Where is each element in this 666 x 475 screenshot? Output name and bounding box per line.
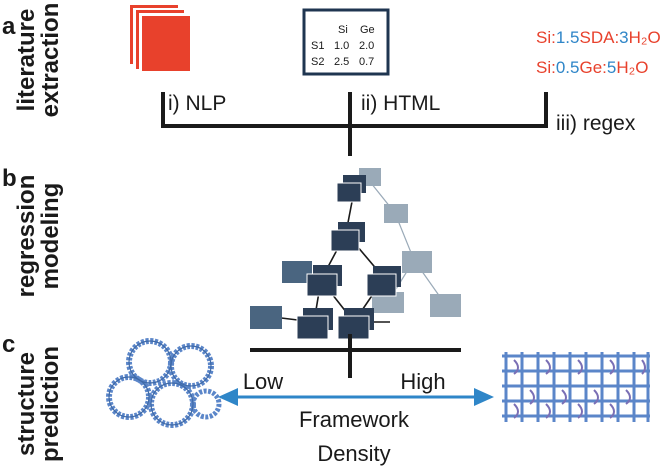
low-density-structure-icon [106, 338, 222, 428]
table-row1-si: 1.0 [334, 40, 349, 52]
axis-label-line2: Density [317, 441, 390, 466]
panel-b-side-label: regression modeling [13, 175, 64, 298]
panel-a-side-label: literature extraction [13, 3, 64, 118]
table-row1-ge: 2.0 [359, 40, 374, 52]
panel-b-side-label-line1: regression [13, 175, 40, 298]
tree-node [296, 315, 329, 340]
tree-node [430, 294, 461, 317]
document-stack-icon [130, 5, 190, 71]
tree-stand [250, 334, 461, 352]
tree-node [336, 182, 362, 203]
formula2-n2: 5 [607, 58, 616, 77]
tree-node [384, 204, 408, 223]
formula-line1: Si:1.5SDA:3H₂O [536, 28, 661, 47]
panel-a: a literature extraction Si Ge S1 1.0 2.0… [2, 3, 661, 156]
panel-c-letter: c [2, 331, 15, 358]
panel-b: b regression modeling [2, 165, 461, 352]
regression-tree [250, 168, 461, 340]
data-table-border [302, 8, 390, 76]
panel-c-side-label-line2: prediction [37, 346, 64, 462]
table-row2-ge: 0.7 [359, 56, 374, 68]
table-row2-si: 2.5 [334, 56, 349, 68]
table-header-si: Si [338, 24, 348, 36]
formula2-si: Si: [536, 58, 556, 77]
tree-node [366, 273, 397, 297]
panel-b-letter: b [2, 165, 17, 192]
panel-c-side-label: structure prediction [13, 346, 64, 462]
method-regex-label: iii) regex [556, 112, 636, 135]
method-nlp-label: i) NLP [168, 92, 226, 115]
formula1-n1: 1.5 [556, 28, 580, 47]
table-row1-label: S1 [311, 40, 324, 52]
tree-node [337, 315, 370, 340]
table-header-ge: Ge [360, 24, 375, 36]
tree-node [330, 229, 360, 252]
formula-line2: Si:0.5Ge:5H₂O [536, 58, 648, 77]
panel-a-side-label-line2: extraction [37, 3, 64, 118]
merge-bracket [161, 92, 548, 156]
formula2-ge: Ge: [579, 58, 606, 77]
axis-label-line1: Framework [299, 407, 410, 432]
table-row2-label: S2 [311, 56, 324, 68]
formula1-sda: SDA: [579, 28, 619, 47]
formula2-h2o: H₂O [616, 58, 648, 77]
panel-a-side-label-line1: literature [13, 9, 40, 112]
high-density-structure-icon [502, 352, 650, 422]
panel-a-letter: a [2, 13, 16, 40]
high-density-label: High [400, 369, 445, 394]
arrow-right-head [474, 388, 494, 406]
formula2-n1: 0.5 [556, 58, 580, 77]
formula1-si: Si: [536, 28, 556, 47]
tree-node [306, 273, 338, 297]
panel-c: c structure prediction [2, 331, 650, 466]
tree-node [250, 306, 282, 329]
tree-node [402, 251, 432, 273]
low-density-label: Low [243, 369, 283, 394]
method-html-label: ii) HTML [361, 92, 440, 115]
data-table: Si Ge S1 1.0 2.0 S2 2.5 0.7 [302, 8, 390, 76]
arrow-left-head [218, 388, 238, 406]
framework-density-arrow [218, 388, 494, 406]
tree-node [282, 261, 312, 283]
tree-nodes [250, 168, 461, 340]
panel-b-side-label-line2: modeling [37, 183, 64, 290]
panel-c-side-label-line1: structure [13, 352, 40, 456]
formula1-n2: 3 [619, 28, 628, 47]
tree-node [372, 292, 404, 313]
formula1-h2o: H₂O [629, 28, 661, 47]
